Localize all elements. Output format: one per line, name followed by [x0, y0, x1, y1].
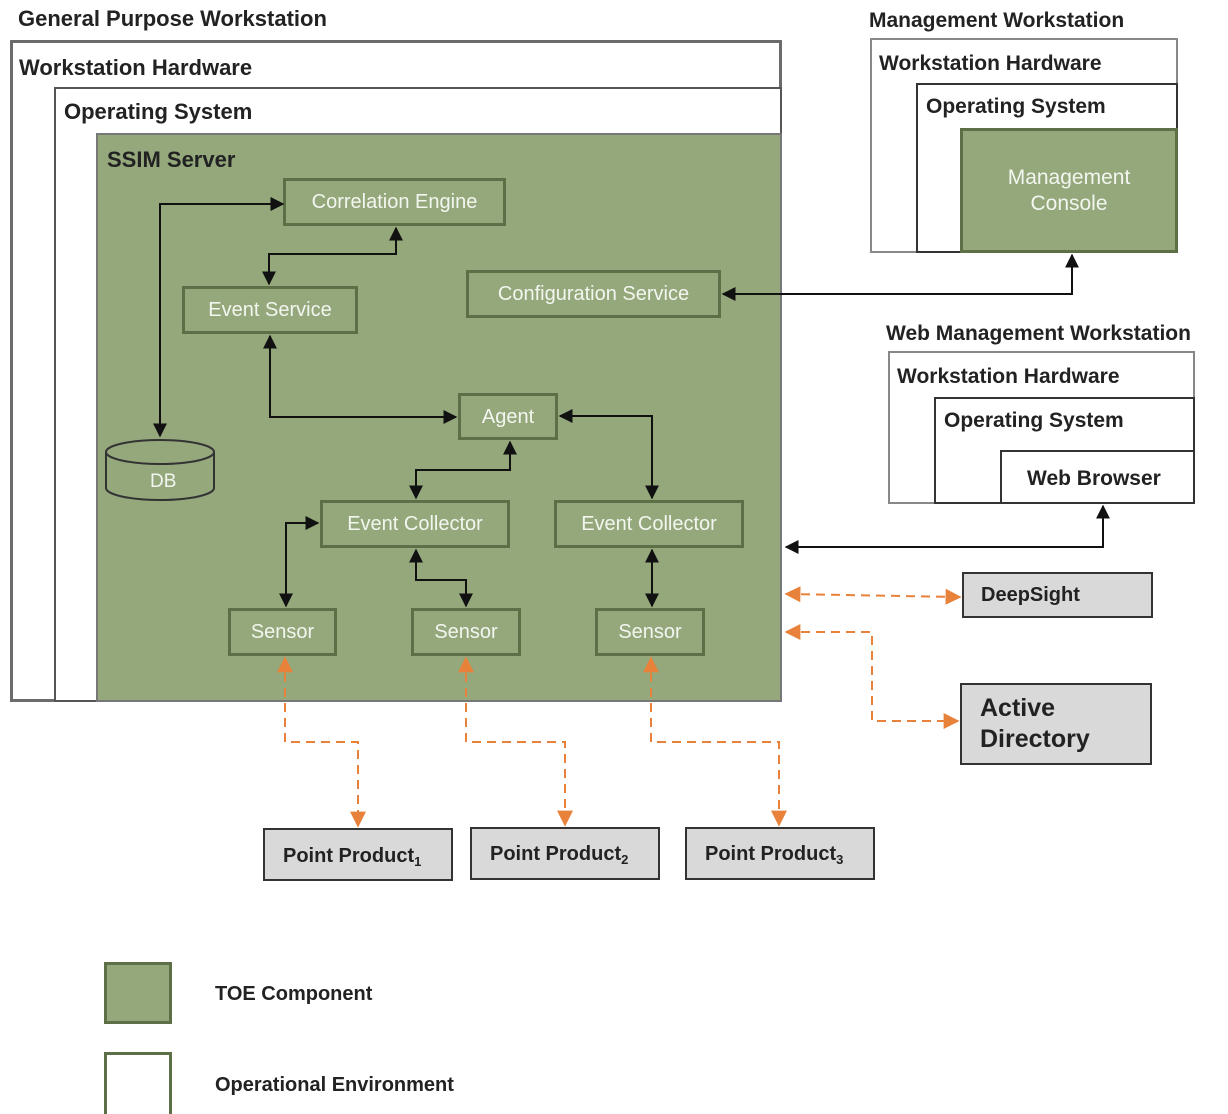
- agent: Agent: [458, 393, 558, 440]
- event-collector-1: Event Collector: [320, 500, 510, 548]
- legend-env-swatch: [104, 1052, 172, 1114]
- event-collector-2: Event Collector: [554, 500, 744, 548]
- configuration-service: Configuration Service: [466, 270, 721, 318]
- web-workstation-title: Web Management Workstation: [886, 322, 1191, 345]
- web-os-label: Operating System: [944, 409, 1124, 432]
- point-product-2: Point Product2: [470, 827, 660, 880]
- web-browser-box: Web Browser: [1000, 450, 1195, 504]
- point-product-1: Point Product1: [263, 828, 453, 881]
- point-product-3: Point Product3: [685, 827, 875, 880]
- active-directory-box: Active Directory: [960, 683, 1152, 765]
- active-directory-line2: Directory: [980, 725, 1090, 753]
- mgmt-hardware-label: Workstation Hardware: [879, 52, 1102, 75]
- point-product-2-label: Point Product2: [490, 843, 629, 867]
- web-browser-label: Web Browser: [1027, 467, 1161, 490]
- point-product-3-label: Point Product3: [705, 843, 844, 867]
- correlation-engine: Correlation Engine: [283, 178, 506, 226]
- management-console: Management Console: [960, 128, 1178, 253]
- gp-os-label: Operating System: [64, 99, 253, 124]
- ssim-server-label: SSIM Server: [107, 147, 236, 172]
- management-console-line2: Console: [1030, 191, 1108, 215]
- db-label: DB: [150, 471, 177, 492]
- sensor-1: Sensor: [228, 608, 337, 656]
- sensor-3: Sensor: [595, 608, 705, 656]
- active-directory-label: Active Directory: [980, 693, 1090, 755]
- legend-toe-label: TOE Component: [215, 983, 373, 1005]
- management-console-line1: Management: [1007, 165, 1131, 189]
- gp-hardware-label: Workstation Hardware: [19, 55, 253, 80]
- point-product-1-label: Point Product1: [283, 845, 422, 869]
- gp-workstation-title: General Purpose Workstation: [18, 6, 327, 31]
- legend-env-label: Operational Environment: [215, 1074, 454, 1096]
- web-hardware-label: Workstation Hardware: [897, 365, 1120, 388]
- sensor-2: Sensor: [411, 608, 521, 656]
- deepsight-label: DeepSight: [981, 584, 1080, 606]
- legend-toe-swatch: [104, 962, 172, 1024]
- event-service: Event Service: [182, 286, 358, 334]
- mgmt-workstation-title: Management Workstation: [869, 9, 1125, 32]
- active-directory-line1: Active: [980, 694, 1056, 722]
- mgmt-os-label: Operating System: [926, 95, 1106, 118]
- deepsight-box: DeepSight: [962, 572, 1153, 618]
